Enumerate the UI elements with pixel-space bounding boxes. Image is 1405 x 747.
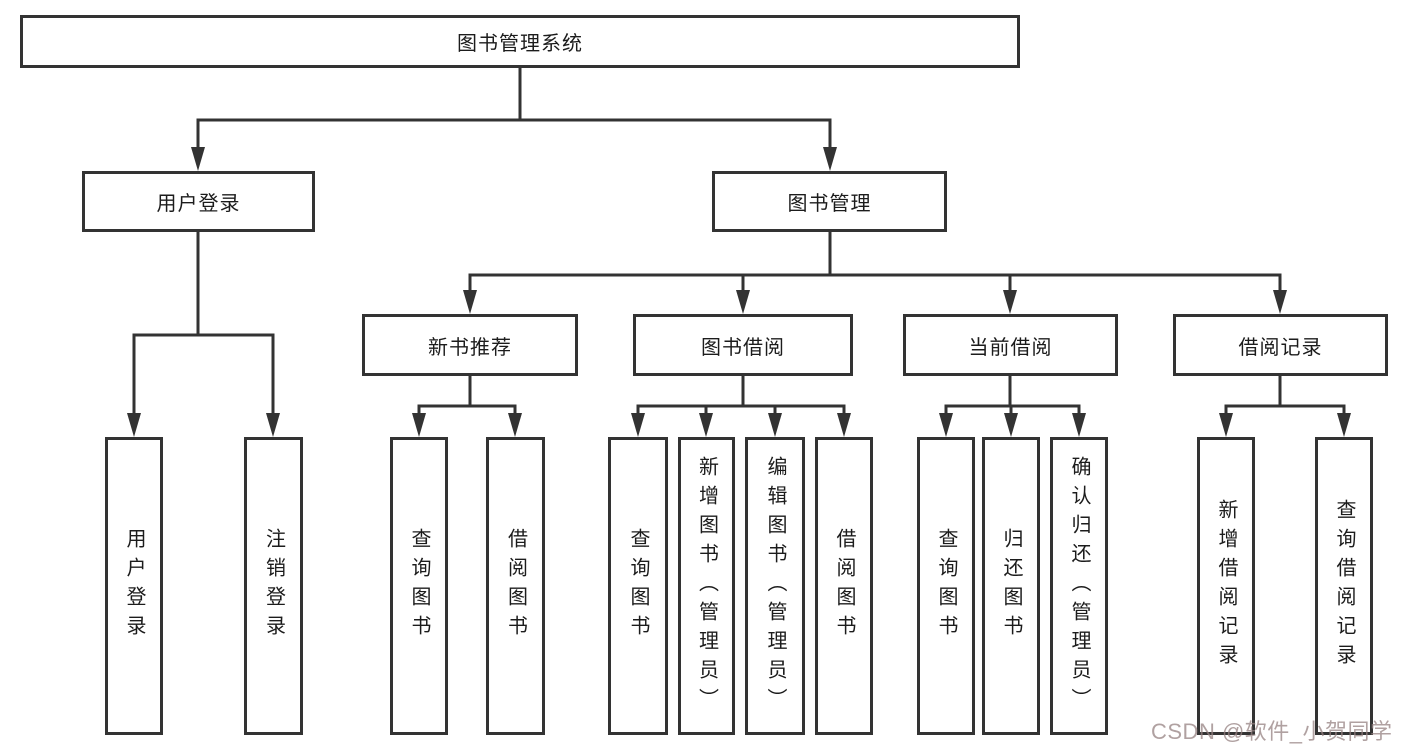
- node-leaf-query-books-label: 查询图书: [627, 528, 649, 644]
- arrowhead: [1337, 413, 1351, 437]
- arrowhead: [508, 413, 522, 437]
- node-root-label: 图书管理系统: [457, 33, 583, 55]
- arrowhead: [463, 290, 477, 314]
- node-leaf-borrow-books-label: 借阅图书: [504, 528, 527, 644]
- node-root: 图书管理系统: [20, 15, 1020, 68]
- node-leaf-confirm-return-admin-label: 确认归还（管理员）: [1068, 455, 1090, 717]
- arrowhead: [1004, 413, 1018, 437]
- connector-new-book-rec-branch: [417, 374, 517, 418]
- node-book-borrow: 图书借阅: [633, 314, 853, 376]
- arrowhead: [1003, 290, 1017, 314]
- node-leaf-user-login-label: 用户登录: [123, 528, 145, 644]
- node-user-login-label: 用户登录: [156, 193, 241, 215]
- arrowhead: [1219, 413, 1233, 437]
- arrowhead: [127, 413, 141, 437]
- node-leaf-edit-book-admin-label: 编辑图书（管理员）: [764, 455, 786, 717]
- arrowhead: [1273, 290, 1287, 314]
- node-book-mgmt-label: 图书管理: [787, 193, 872, 215]
- arrowhead: [699, 413, 713, 437]
- node-leaf-add-borrow-record-label: 新增借阅记录: [1215, 499, 1237, 673]
- connector-book-borrow-branch: [636, 374, 846, 418]
- node-leaf-borrow-books: 借阅图书: [486, 437, 545, 735]
- node-leaf-borrow-books-label: 借阅图书: [833, 528, 855, 644]
- node-leaf-return-book: 归还图书: [982, 437, 1040, 735]
- arrowhead: [1072, 413, 1086, 437]
- arrowhead: [631, 413, 645, 437]
- connector-borrow-records-branch: [1224, 374, 1346, 418]
- node-user-login: 用户登录: [82, 171, 315, 232]
- node-leaf-edit-book-admin: 编辑图书（管理员）: [745, 437, 805, 735]
- arrowhead: [191, 147, 205, 171]
- node-leaf-add-book-admin-label: 新增图书（管理员）: [695, 455, 718, 717]
- node-new-book-rec-label: 新书推荐: [428, 336, 512, 359]
- node-leaf-query-borrow-record: 查询借阅记录: [1315, 437, 1373, 735]
- node-leaf-add-book-admin: 新增图书（管理员）: [678, 437, 735, 735]
- node-current-borrow: 当前借阅: [903, 314, 1118, 376]
- node-leaf-borrow-books: 借阅图书: [815, 437, 873, 735]
- node-leaf-query-books: 查询图书: [390, 437, 448, 735]
- node-leaf-query-books-label: 查询图书: [935, 528, 957, 644]
- connector-user-login-branch: [132, 230, 275, 418]
- node-borrow-records-label: 借阅记录: [1238, 336, 1323, 359]
- node-leaf-add-borrow-record: 新增借阅记录: [1197, 437, 1255, 735]
- node-leaf-query-books: 查询图书: [608, 437, 668, 735]
- node-leaf-confirm-return-admin: 确认归还（管理员）: [1050, 437, 1108, 735]
- arrowhead: [266, 413, 280, 437]
- connector-book-mgmt-branch: [468, 230, 1282, 295]
- node-leaf-return-book-label: 归还图书: [1000, 528, 1022, 644]
- arrowhead: [768, 413, 782, 437]
- node-current-borrow-label: 当前借阅: [968, 336, 1053, 359]
- watermark: CSDN @软件_小贺同学: [1151, 719, 1393, 744]
- node-leaf-query-books-label: 查询图书: [408, 528, 430, 644]
- node-leaf-query-books: 查询图书: [917, 437, 975, 735]
- node-borrow-records: 借阅记录: [1173, 314, 1388, 376]
- arrowhead: [823, 147, 837, 171]
- connector-current-borrow-branch: [944, 374, 1081, 418]
- node-new-book-rec: 新书推荐: [362, 314, 578, 376]
- node-leaf-logout-label: 注销登录: [262, 528, 285, 644]
- node-leaf-logout: 注销登录: [244, 437, 303, 735]
- connector-root-branch: [196, 66, 832, 152]
- node-book-mgmt: 图书管理: [712, 171, 947, 232]
- arrowhead: [939, 413, 953, 437]
- node-book-borrow-label: 图书借阅: [701, 336, 785, 359]
- arrowhead: [837, 413, 851, 437]
- arrowhead: [412, 413, 426, 437]
- node-leaf-user-login: 用户登录: [105, 437, 163, 735]
- node-leaf-query-borrow-record-label: 查询借阅记录: [1333, 499, 1355, 673]
- arrowhead: [736, 290, 750, 314]
